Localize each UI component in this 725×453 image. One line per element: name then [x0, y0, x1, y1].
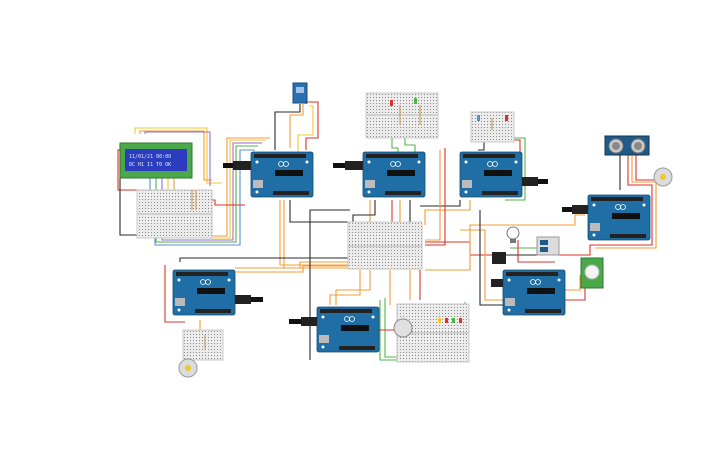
wire — [289, 104, 304, 148]
wire — [478, 140, 485, 151]
wire — [425, 150, 441, 241]
wire — [134, 127, 222, 184]
wire — [179, 257, 350, 262]
wire — [404, 135, 416, 152]
wire — [289, 200, 350, 223]
arduino-board-2[interactable] — [333, 151, 426, 198]
resistors — [191, 105, 493, 350]
breadboard-bottom-left — [182, 329, 224, 361]
wire — [420, 200, 461, 207]
arduino-board-5[interactable] — [172, 269, 263, 316]
potentiometer[interactable] — [393, 318, 413, 338]
wire — [565, 285, 586, 301]
wire — [335, 270, 371, 305]
esp-module[interactable] — [292, 82, 308, 104]
wire — [425, 214, 585, 271]
wire — [460, 229, 505, 301]
pir-sensor[interactable] — [580, 257, 604, 289]
lcd-line-2: 8C H1 I1 T0 OK — [129, 162, 171, 168]
wire — [329, 270, 361, 305]
arduino-board-6[interactable] — [289, 306, 380, 353]
wire — [297, 105, 314, 152]
wire — [391, 135, 399, 155]
buzzer[interactable] — [492, 252, 506, 264]
dc-motor-right[interactable] — [653, 167, 673, 187]
leds — [390, 98, 508, 323]
wire — [352, 200, 376, 222]
dc-motor-left[interactable] — [178, 358, 198, 378]
wire — [144, 131, 211, 186]
light-bulb[interactable] — [506, 226, 520, 243]
wire — [164, 265, 185, 323]
arduino-board-4[interactable] — [562, 194, 651, 241]
arduino-board-3[interactable] — [459, 151, 548, 198]
wire — [274, 104, 301, 150]
wire — [279, 200, 350, 266]
arduino-board-1[interactable] — [223, 151, 314, 198]
wire — [565, 275, 581, 291]
relay-module[interactable] — [536, 236, 560, 256]
lcd-display[interactable]: 11/01/21 00:00 8C H1 I1 T0 OK — [119, 142, 193, 179]
arduino-board-7[interactable] — [491, 269, 566, 316]
lcd-line-1: 11/01/21 00:00 — [129, 154, 171, 160]
wire — [236, 265, 355, 273]
wire — [139, 130, 212, 181]
wire — [479, 210, 505, 306]
wire — [517, 240, 555, 263]
wire — [235, 261, 350, 269]
wire — [424, 200, 471, 225]
breadboards — [136, 92, 515, 363]
wire — [305, 101, 319, 150]
ultrasonic-sensor[interactable] — [604, 135, 650, 156]
wire — [309, 209, 350, 360]
wire — [425, 148, 446, 246]
